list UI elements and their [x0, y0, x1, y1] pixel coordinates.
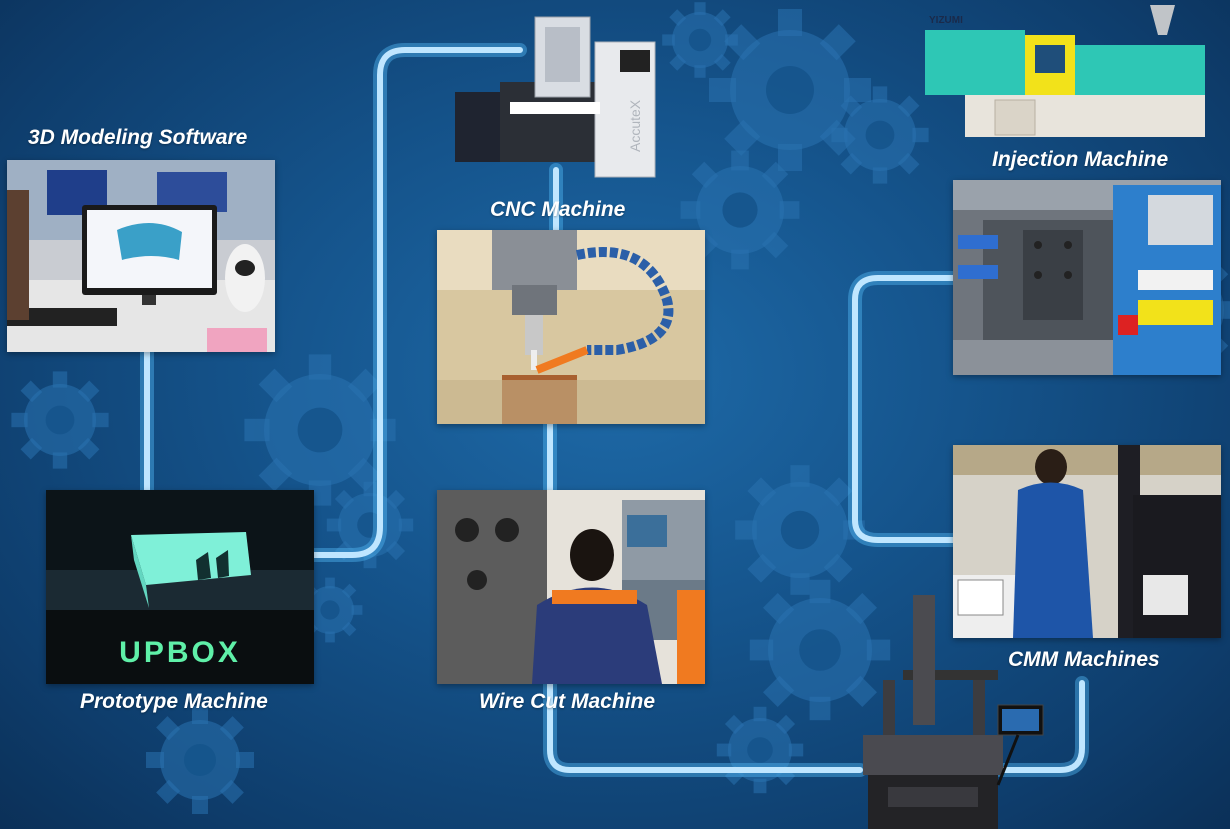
cnc-brand-text: AccuteX — [627, 99, 643, 152]
label-prototype-machine: Prototype Machine — [80, 690, 268, 713]
label-cmm-machines: CMM Machines — [1008, 648, 1160, 671]
photo-cnc-milling — [437, 230, 705, 424]
photo-injection-mold — [953, 180, 1221, 375]
label-injection-machine: Injection Machine — [992, 148, 1169, 171]
photo-prototype-machine: UPBOX — [46, 490, 314, 684]
injection-machine-image: YIZUMI — [925, 5, 1215, 140]
cnc-machine-image: AccuteX — [455, 12, 660, 180]
connector-wirecut-cmm — [547, 680, 863, 773]
upbox-brand-text: UPBOX — [119, 636, 241, 669]
injection-brand-text: YIZUMI — [929, 15, 963, 26]
connector-prototype-cnc — [309, 47, 523, 558]
connector-cmm-bottom — [997, 680, 1085, 773]
cmm-machine-image — [858, 595, 1050, 829]
connector-injection-cmm — [852, 275, 958, 543]
label-3d-modeling-software: 3D Modeling Software — [28, 126, 248, 149]
photo-3d-modeling-software — [7, 160, 275, 352]
label-cnc-machine: CNC Machine — [490, 198, 626, 221]
photo-wire-cut-machine — [437, 490, 705, 684]
photo-cmm-machines — [953, 445, 1221, 638]
label-wire-cut-machine: Wire Cut Machine — [479, 690, 655, 713]
